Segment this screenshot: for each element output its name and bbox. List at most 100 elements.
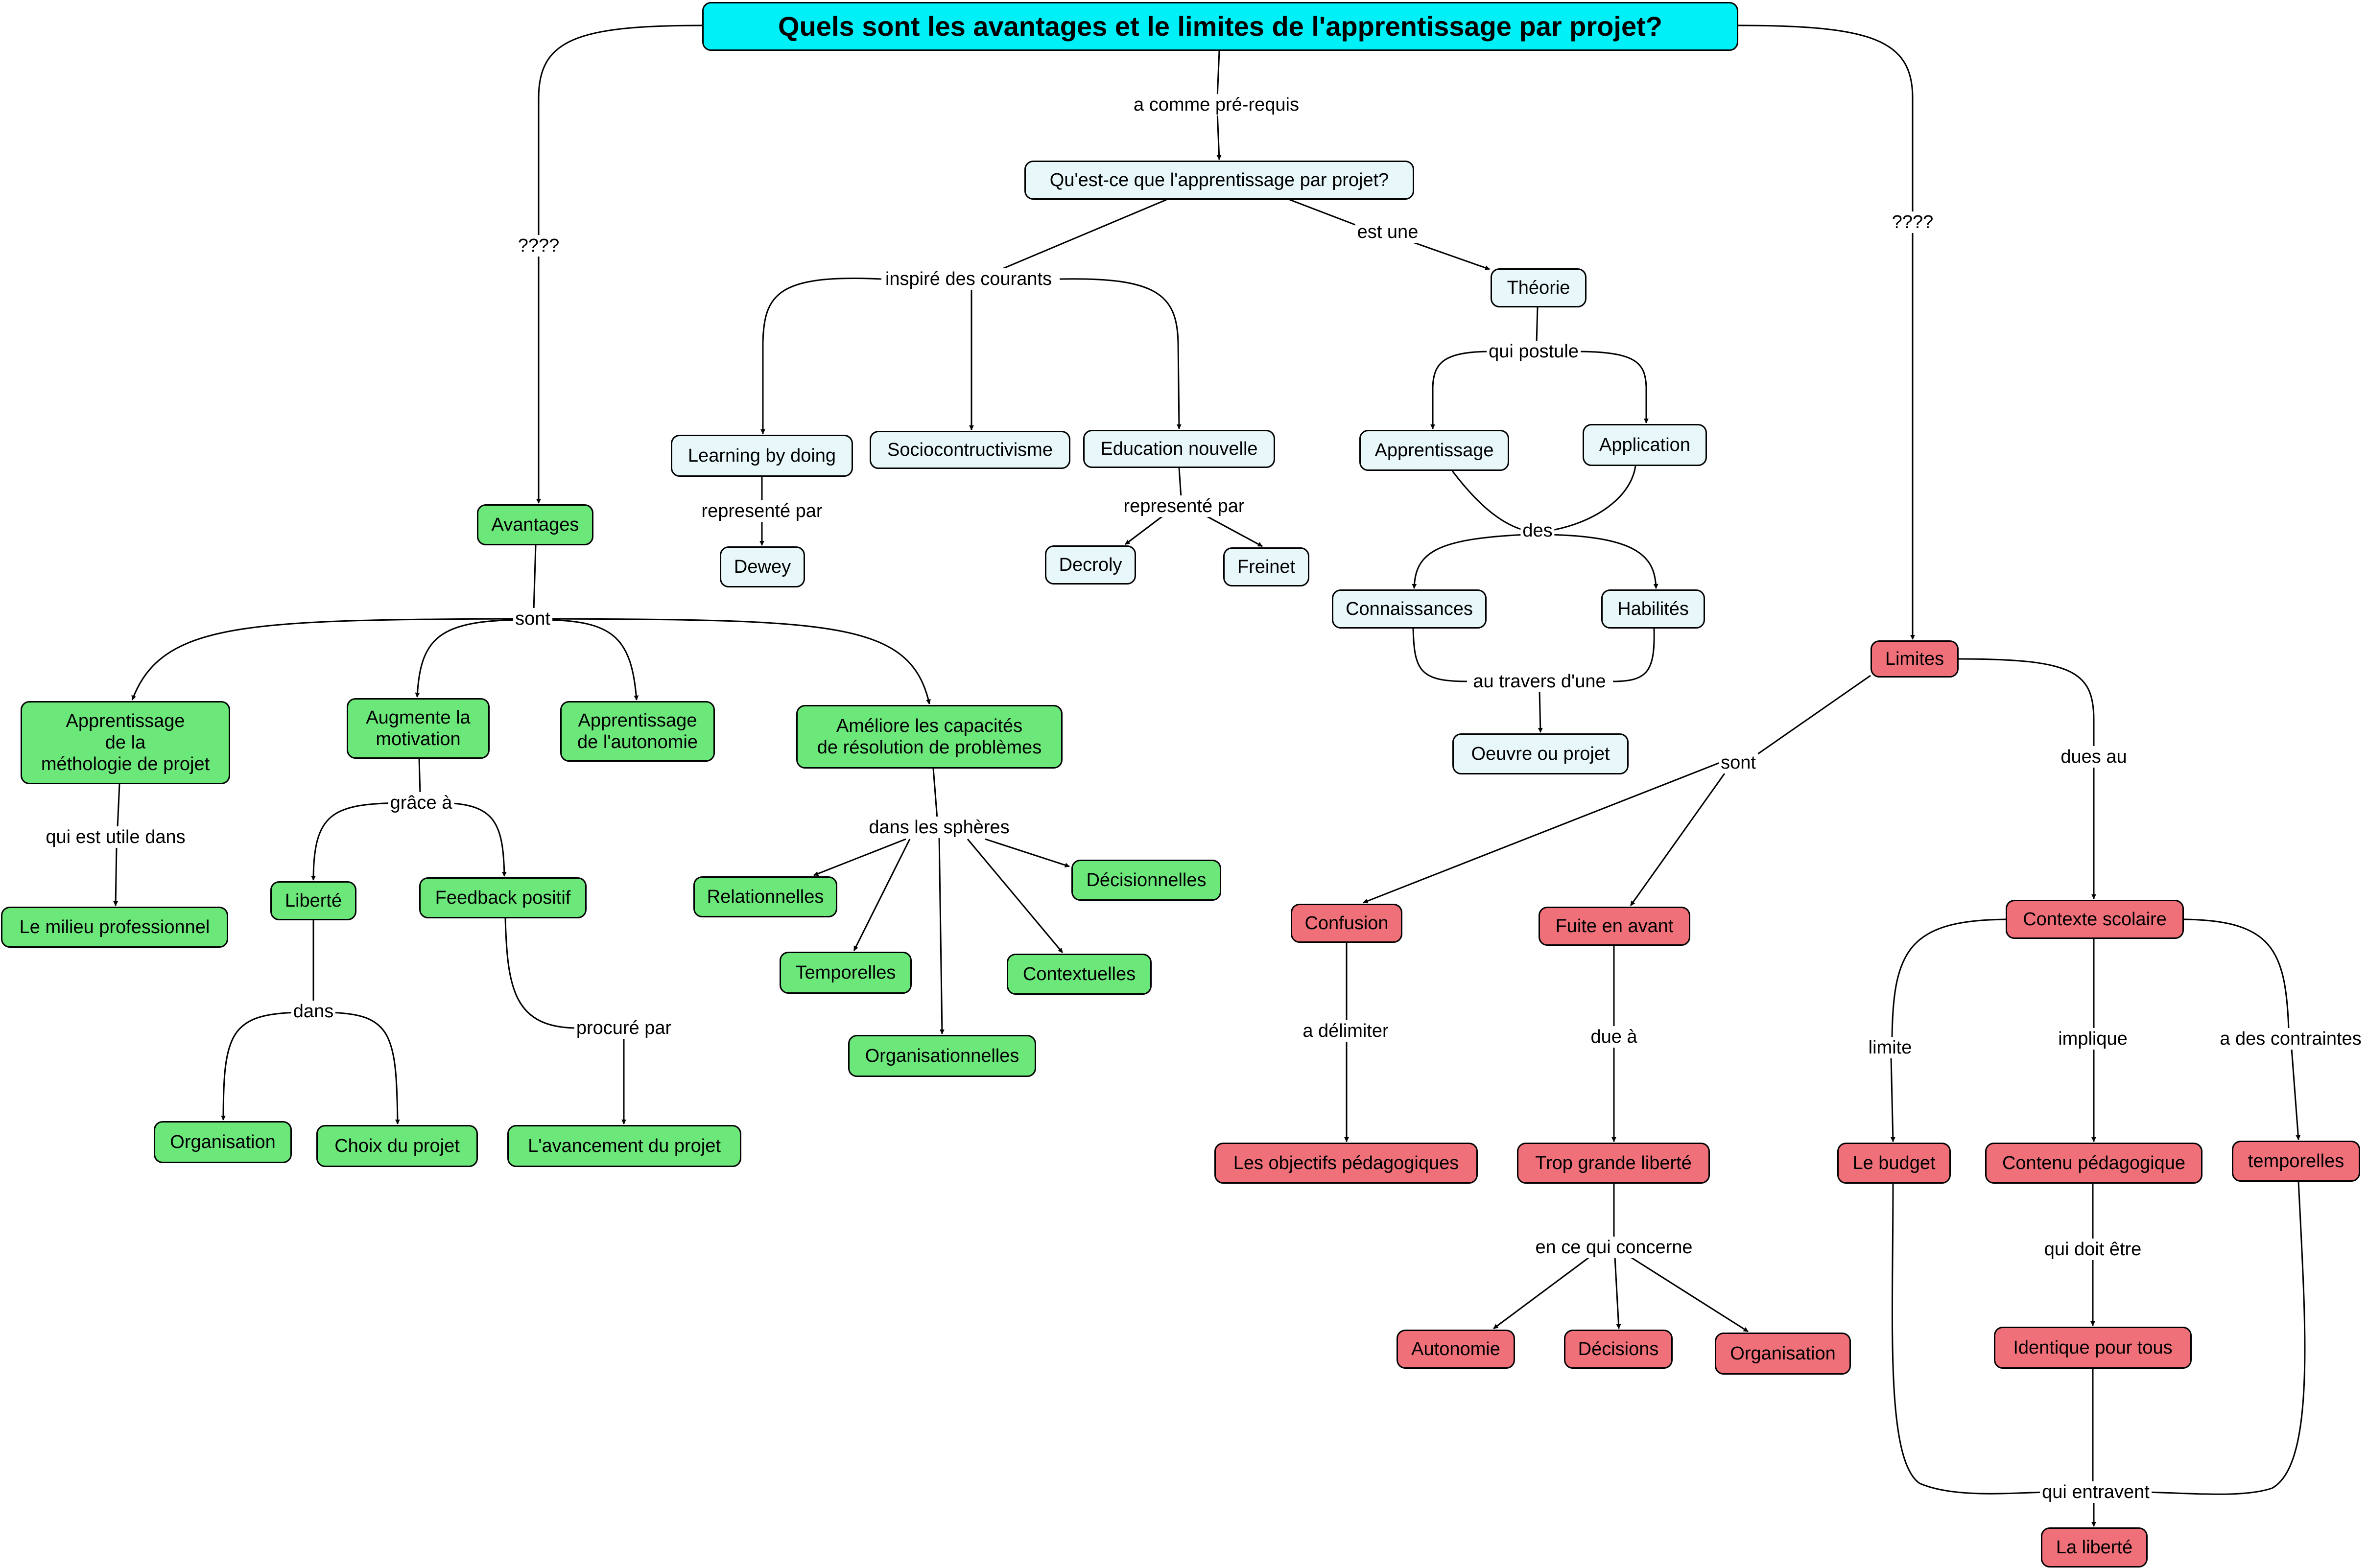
connector-line — [533, 545, 537, 610]
link-label-dans: dans — [291, 1001, 336, 1022]
concept-connaissances[interactable]: Connaissances — [1332, 589, 1487, 629]
concept-methodologie-de-projet[interactable]: Apprentissage de la méthologie de projet — [21, 701, 230, 784]
connector-line — [1216, 50, 1220, 98]
concept-education-nouvelle[interactable]: Education nouvelle — [1083, 430, 1275, 468]
concept-limites[interactable]: Limites — [1871, 640, 1959, 678]
connector-line — [998, 199, 1167, 271]
concept-avantages[interactable]: Avantages — [477, 504, 593, 545]
connector-line — [932, 768, 938, 819]
connector-line — [2183, 918, 2290, 1030]
concept-habilites[interactable]: Habilités — [1601, 589, 1705, 629]
concept-decisionnelles[interactable]: Décisionnelles — [1071, 860, 1221, 901]
concept-identique-pour-tous[interactable]: Identique pour tous — [1994, 1327, 2192, 1369]
concept-oeuvre-ou-projet[interactable]: Oeuvre ou projet — [1452, 733, 1629, 774]
connector-line — [760, 278, 882, 434]
connector-line — [326, 1011, 400, 1124]
connector-line — [1493, 1256, 1590, 1330]
connector-line — [938, 836, 945, 1034]
link-label-limite: limite — [1866, 1037, 1914, 1058]
link-label-implique: implique — [2056, 1028, 2130, 1050]
concept-quest[interactable]: Qu'est-ce que l'apprentissage par projet… — [1024, 161, 1414, 200]
concept-le-budget[interactable]: Le budget — [1837, 1143, 1951, 1184]
concept-decisions[interactable]: Décisions — [1564, 1330, 1673, 1369]
connector-line — [1612, 628, 1655, 682]
concept-sociocontructivisme[interactable]: Sociocontructivisme — [870, 431, 1070, 469]
concept-apprentissage[interactable]: Apprentissage — [1359, 430, 1509, 471]
connector-line — [1403, 238, 1490, 270]
concept-contexte-scolaire[interactable]: Contexte scolaire — [2006, 900, 2184, 939]
connector-line — [1891, 918, 2006, 1038]
concept-theorie[interactable]: Théorie — [1491, 268, 1587, 307]
connector-line — [1548, 534, 1658, 589]
connector-line — [1738, 24, 1914, 215]
link-label-au-travers: au travers d'une — [1471, 671, 1608, 692]
concept-decroly[interactable]: Decroly — [1045, 545, 1136, 585]
connector-line — [504, 918, 578, 1029]
link-label-inspire: inspiré des courants — [883, 268, 1054, 290]
concept-confusion[interactable]: Confusion — [1291, 904, 1402, 943]
concept-feedback-positif[interactable]: Feedback positif — [419, 877, 587, 918]
link-label-qui-doit-etre: qui doit être — [2042, 1239, 2144, 1260]
link-label-due-a: due à — [1588, 1026, 1639, 1048]
concept-learning-by-doing[interactable]: Learning by doing — [671, 435, 853, 477]
link-label-sont-limites: sont — [1719, 752, 1758, 773]
concept-avancement-du-projet[interactable]: L'avancement du projet — [507, 1125, 741, 1167]
connector-line — [2291, 1048, 2301, 1140]
connector-line — [1059, 278, 1182, 429]
connector-line — [113, 846, 118, 906]
link-label-qui-entravent: qui entravent — [2040, 1481, 2152, 1503]
concept-choix-du-projet[interactable]: Choix du projet — [316, 1125, 478, 1167]
connector-line — [813, 838, 906, 876]
connector-line — [1125, 513, 1166, 545]
link-label-sont-avantages: sont — [513, 608, 552, 630]
connector-line — [544, 618, 931, 704]
connector-line — [1536, 307, 1539, 343]
connector-line — [1630, 1256, 1749, 1333]
connector-line — [415, 619, 521, 698]
concept-freinet[interactable]: Freinet — [1223, 547, 1309, 586]
link-label-prerequis: a comme pré-requis — [1132, 94, 1301, 116]
concept-augmente-la-motivation[interactable]: Augmente la motivation — [347, 698, 490, 759]
link-label-question-right: ???? — [1890, 211, 1936, 233]
link-label-question-left: ???? — [516, 235, 562, 257]
connector-line — [1757, 675, 1871, 755]
concept-organisation-limite[interactable]: Organisation — [1715, 1333, 1851, 1375]
connector-line — [1575, 351, 1649, 423]
concept-application[interactable]: Application — [1583, 424, 1707, 466]
concept-autonomie-limite[interactable]: Autonomie — [1397, 1330, 1515, 1369]
concept-organisation-avantage[interactable]: Organisation — [154, 1121, 292, 1163]
concept-milieu-professionnel[interactable]: Le milieu professionnel — [1, 907, 228, 948]
concept-fuite-en-avant[interactable]: Fuite en avant — [1539, 907, 1690, 946]
link-label-spheres: dans les sphères — [867, 817, 1012, 838]
concept-relationnelles[interactable]: Relationnelles — [693, 876, 837, 917]
connector-line — [967, 839, 1064, 953]
concept-organisationnelles[interactable]: Organisationnelles — [848, 1035, 1036, 1077]
root-question[interactable]: Quels sont les avantages et le limites d… — [702, 2, 1738, 51]
concept-ameliore-capacites[interactable]: Améliore les capacités de résolution de … — [796, 705, 1063, 769]
connector-line — [1958, 658, 2095, 747]
connector-line — [418, 758, 421, 795]
concept-liberte[interactable]: Liberté — [270, 881, 356, 920]
connector-line — [1412, 628, 1468, 682]
link-label-grace-a: grâce à — [388, 792, 454, 814]
concept-la-liberte[interactable]: La liberté — [2041, 1527, 2148, 1568]
concept-contextuelles[interactable]: Contextuelles — [1007, 954, 1152, 995]
connector-line — [1630, 773, 1726, 906]
concept-objectifs-pedagogiques[interactable]: Les objectifs pédagogiques — [1214, 1143, 1478, 1184]
link-label-dues-au: dues au — [2059, 746, 2129, 768]
connector-line — [544, 619, 639, 701]
concept-apprentissage-autonomie[interactable]: Apprentissage de l'autonomie — [560, 701, 715, 762]
link-label-a-delimiter: a délimiter — [1301, 1020, 1391, 1042]
concept-dewey[interactable]: Dewey — [720, 546, 805, 587]
link-label-qui-postule: qui postule — [1487, 341, 1581, 362]
concept-trop-grande-liberte[interactable]: Trop grande liberté — [1517, 1143, 1710, 1184]
connector-line — [1289, 199, 1357, 226]
concept-temporelles-avantage[interactable]: Temporelles — [780, 952, 912, 994]
link-label-contraintes: a des contraintes — [2218, 1028, 2364, 1050]
concept-temporelles-limite[interactable]: temporelles — [2232, 1141, 2360, 1182]
connector-line — [985, 838, 1070, 867]
concept-contenu-pedagogique[interactable]: Contenu pédagogique — [1985, 1143, 2202, 1184]
link-label-represente-1: representé par — [699, 500, 825, 522]
